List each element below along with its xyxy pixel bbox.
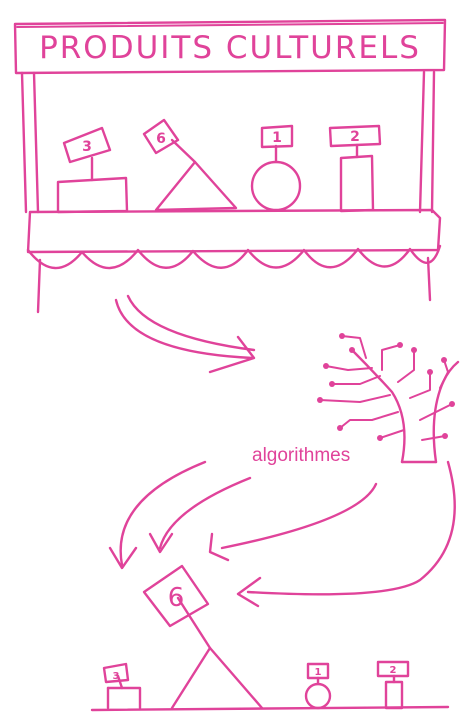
result-ground-line xyxy=(90,705,450,712)
result-item-circle-tag: 1 xyxy=(315,667,322,678)
stall-item-circle: 1 xyxy=(250,124,302,212)
stall-right-post xyxy=(418,70,436,214)
result-highlighted-tag xyxy=(142,564,210,628)
result-item-box: 3 xyxy=(102,662,142,710)
result-triangle xyxy=(170,646,264,710)
result-highlighted-tag-label: 6 xyxy=(168,583,185,613)
stall-item-triangle: 6 xyxy=(142,118,238,212)
stall-sign-board xyxy=(13,18,447,75)
stall-left-post xyxy=(20,71,40,214)
algorithms-label: algorithmes xyxy=(252,445,350,466)
circuit-tree-icon xyxy=(317,333,460,464)
stall-legs xyxy=(36,256,432,314)
market-stall: PRODUITS CULTURELS 3 6 1 xyxy=(13,18,447,314)
stall-item-box-tag: 3 xyxy=(82,139,92,155)
stall-sign-text: PRODUITS CULTURELS xyxy=(39,30,421,66)
result-tag-pole xyxy=(176,596,212,650)
result-item-box-tag: 3 xyxy=(113,671,120,682)
stall-item-triangle-tag: 6 xyxy=(156,131,166,147)
result-item-circle: 1 xyxy=(304,662,332,710)
result-item-rectangle-tag: 2 xyxy=(390,665,397,676)
result-shelf: 6 3 1 2 xyxy=(90,564,450,712)
stall-item-rectangle-tag: 2 xyxy=(350,129,360,145)
stall-item-rectangle: 2 xyxy=(328,124,382,213)
arrows-to-result xyxy=(108,460,456,608)
arrow-to-algorithms xyxy=(114,294,256,374)
stall-item-box: 3 xyxy=(56,126,129,214)
result-item-rectangle: 2 xyxy=(376,660,410,710)
stall-counter xyxy=(26,208,442,254)
stall-scallops xyxy=(26,244,442,270)
stall-item-circle-tag: 1 xyxy=(272,130,282,146)
